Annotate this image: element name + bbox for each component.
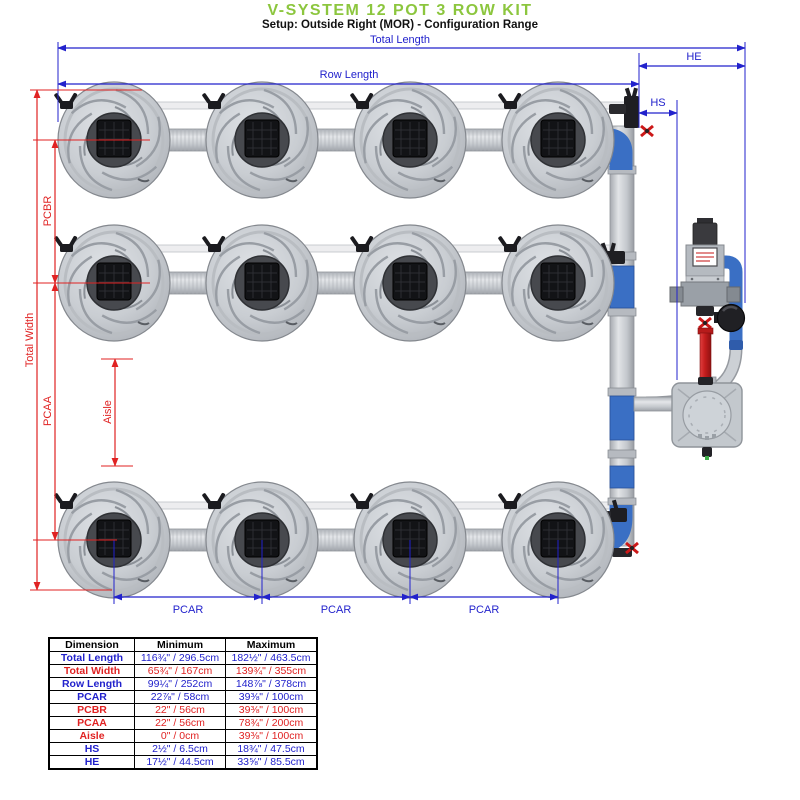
pcbr-label: PCBR [42,196,54,227]
table-row-hs: HS 2½" / 6.5cm 18¾" / 47.5cm [48,742,318,756]
max-value: 18¾" / 47.5cm [225,742,318,756]
pcar-label-1: PCAR [173,604,204,616]
header: V-SYSTEM 12 POT 3 ROW KIT Setup: Outside… [0,2,800,32]
min-value: 17½" / 44.5cm [134,755,226,770]
pump [714,303,746,333]
table-row-pcaa: PCAA 22" / 56cm 78¾" / 200cm [48,716,318,730]
dimension-name: PCBR [48,703,135,717]
column-header-dimension: Dimension [48,637,135,652]
dimension-name: PCAR [48,690,135,704]
hs-label: HS [650,97,665,109]
red-shutoff-valve [697,316,713,330]
dimension-name: PCAA [48,716,135,730]
dimension-name: Total Width [48,664,135,678]
min-value: 22" / 56cm [134,716,226,730]
pcar-dimensions: PCAR PCAR PCAR [113,540,559,616]
red-drain-pipe [697,327,714,385]
dimension-name: HS [48,742,135,756]
row-length-label: Row Length [320,69,379,81]
total-length-label: Total Length [370,34,430,46]
vertical-dimensions: Total Width PCBR PCAA Aisle [24,89,150,591]
union-nut-right [726,286,741,303]
table-row-row-length: Row Length 99¼" / 252cm 148⅞" / 378cm [48,677,318,691]
page-title: V-SYSTEM 12 POT 3 ROW KIT [267,2,533,19]
table-row-pcbr: PCBR 22" / 56cm 39⅜" / 100cm [48,703,318,717]
pump-assembly [633,218,746,460]
reservoir-box [671,376,743,460]
min-value: 116¾" / 296.5cm [134,651,226,665]
tee-reservoir [609,395,635,441]
dimension-name: HE [48,755,135,770]
max-value: 39⅜" / 100cm [225,703,318,717]
aisle-label: Aisle [102,400,114,424]
max-value: 39⅜" / 100cm [225,729,318,743]
table-row-total-length: Total Length 116¾" / 296.5cm 182½" / 463… [48,651,318,665]
dripper-valve-row-1 [639,124,655,138]
table-row-pcar: PCAR 22⅞" / 58cm 39⅜" / 100cm [48,690,318,704]
manifold-top-valve [609,87,639,128]
dimension-name: Row Length [48,677,135,691]
doser-outlet-pipe [716,255,743,344]
min-value: 2½" / 6.5cm [134,742,226,756]
table-row-he: HE 17½" / 44.5cm 33⅝" / 85.5cm [48,755,318,770]
pcar-label-2: PCAR [321,604,352,616]
dimension-name: Aisle [48,729,135,743]
horizontal-dimensions: Total Length HE Row Length HS [57,34,746,380]
min-value: 99¼" / 252cm [134,677,226,691]
drain-fitting [702,447,712,457]
column-header-minimum: Minimum [134,637,226,652]
max-value: 33⅝" / 85.5cm [225,755,318,770]
dimensions-table: Dimension Minimum Maximum Total Length 1… [48,637,318,770]
reservoir-lid [682,390,732,440]
min-value: 22⅞" / 58cm [134,690,226,704]
max-value: 182½" / 463.5cm [225,651,318,665]
min-value: 0" / 0cm [134,729,226,743]
min-value: 22" / 56cm [134,703,226,717]
max-value: 39⅜" / 100cm [225,690,318,704]
reservoir-pipe [633,396,675,412]
table-header-row: Dimension Minimum Maximum [48,637,318,652]
table-row-aisle: Aisle 0" / 0cm 39⅜" / 100cm [48,729,318,743]
max-value: 148⅞" / 378cm [225,677,318,691]
table-row-total-width: Total Width 65¾" / 167cm 139¾" / 355cm [48,664,318,678]
min-value: 65¾" / 167cm [134,664,226,678]
pcaa-label: PCAA [42,395,54,426]
manifold-pipe [597,87,655,557]
page-subtitle: Setup: Outside Right (MOR) - Configurati… [262,19,538,31]
max-value: 139¾" / 355cm [225,664,318,678]
he-label: HE [686,51,701,63]
column-header-maximum: Maximum [225,637,318,652]
max-value: 78¾" / 200cm [225,716,318,730]
system-diagram: Total Length HE Row Length HS PCAR PCAR … [24,34,746,616]
dimension-name: Total Length [48,651,135,665]
pcar-label-3: PCAR [469,604,500,616]
total-width-label: Total Width [24,313,36,367]
pots [52,80,620,600]
